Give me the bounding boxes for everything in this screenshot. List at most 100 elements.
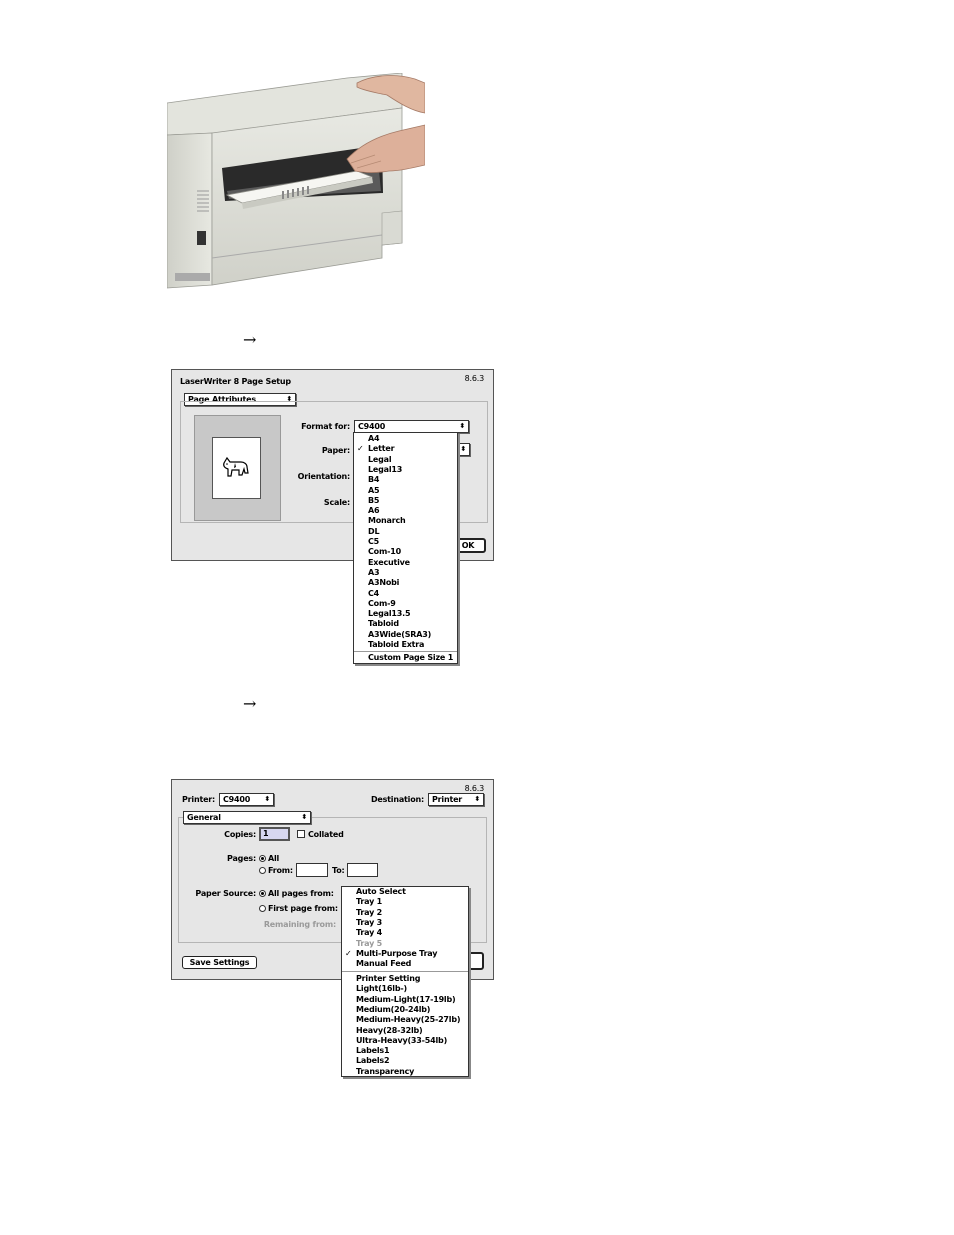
- orientation-label: Orientation:: [297, 472, 351, 481]
- general-group: [178, 817, 487, 943]
- radio-label: All pages from:: [268, 889, 334, 898]
- radio-label: First page from:: [268, 904, 338, 913]
- source-menu-item[interactable]: Tray 4: [356, 928, 383, 938]
- checkbox-icon: [297, 830, 305, 838]
- pages-from-radio[interactable]: From:: [259, 866, 293, 875]
- updown-arrows-icon: ⬍: [474, 795, 480, 803]
- checkbox-label: Collated: [308, 830, 344, 839]
- pages-all-radio[interactable]: All: [259, 854, 279, 863]
- paper-menu-item[interactable]: A3Nobi: [368, 578, 400, 588]
- page-attributes-popup[interactable]: Page Attributes ⬍: [184, 393, 296, 406]
- paper-menu-item[interactable]: A5: [368, 485, 380, 495]
- ok-button[interactable]: OK: [450, 538, 486, 553]
- attributes-group: [180, 401, 488, 523]
- radio-label: From:: [268, 866, 293, 875]
- paper-menu-item[interactable]: Legal: [368, 454, 392, 464]
- to-page-field[interactable]: [347, 863, 378, 877]
- source-menu-item-disabled: Tray 5: [356, 938, 383, 948]
- menu-item-label: Multi-Purpose Tray: [356, 948, 438, 958]
- source-menu-item-selected[interactable]: ✓ Multi-Purpose Tray: [342, 949, 468, 959]
- paper-menu-item[interactable]: Legal13.5: [368, 609, 411, 619]
- popup-value: Printer: [432, 795, 463, 804]
- weight-menu-item[interactable]: Ultra-Heavy(33-54lb): [356, 1035, 448, 1045]
- paper-menu-item[interactable]: C4: [368, 588, 380, 598]
- paper-menu: A4 ✓ Letter Legal Legal13 B4 A5 B5 A6 Mo…: [353, 432, 458, 664]
- copies-field[interactable]: 1: [259, 827, 290, 841]
- copies-label: Copies:: [224, 830, 256, 839]
- updown-arrows-icon: ⬍: [286, 395, 292, 403]
- radio-icon: [259, 905, 266, 912]
- paper-menu-item[interactable]: Com-9: [368, 598, 396, 608]
- custom-page-size-item[interactable]: Custom Page Size 1: [368, 653, 454, 662]
- format-for-label: Format for:: [301, 422, 350, 431]
- weight-menu-item[interactable]: Labels1: [356, 1046, 390, 1056]
- radio-icon: [259, 855, 266, 862]
- source-menu-item[interactable]: Tray 3: [356, 917, 383, 927]
- paper-menu-item[interactable]: A4: [368, 434, 380, 443]
- dialog-title: LaserWriter 8 Page Setup: [180, 377, 291, 386]
- paper-menu-item[interactable]: DL: [368, 526, 380, 536]
- radio-label: All: [268, 854, 280, 863]
- weight-menu-item[interactable]: Medium-Light(17-19lb): [356, 994, 456, 1004]
- paper-menu-item[interactable]: B5: [368, 495, 380, 505]
- paper-menu-item[interactable]: B4: [368, 475, 380, 485]
- paper-menu-item-selected[interactable]: ✓ Letter: [354, 444, 457, 454]
- popup-label: Page Attributes: [188, 395, 256, 404]
- menu-separator: [354, 651, 457, 652]
- weight-menu-item[interactable]: Medium(20-24lb): [356, 1004, 431, 1014]
- printer-photo: [167, 73, 425, 303]
- check-icon: ✓: [357, 444, 364, 454]
- weight-menu-item[interactable]: Labels2: [356, 1056, 390, 1066]
- collated-checkbox[interactable]: Collated: [297, 830, 344, 839]
- radio-icon: [259, 867, 266, 874]
- step-arrow: →: [243, 330, 257, 349]
- from-page-field[interactable]: [296, 863, 328, 877]
- source-menu-item[interactable]: Auto Select: [356, 887, 406, 896]
- radio-icon: [259, 890, 266, 897]
- printer-popup[interactable]: C9400 ⬍: [219, 793, 274, 806]
- page-preview: [194, 415, 281, 521]
- menu-item-label: Letter: [368, 444, 395, 454]
- paper-menu-item[interactable]: A6: [368, 506, 380, 516]
- updown-arrows-icon: ⬍: [459, 422, 465, 430]
- source-menu-item[interactable]: Tray 1: [356, 897, 383, 907]
- paper-label: Paper:: [321, 446, 350, 455]
- destination-popup[interactable]: Printer ⬍: [428, 793, 484, 806]
- check-icon: ✓: [345, 948, 352, 958]
- save-settings-button[interactable]: Save Settings: [182, 956, 257, 969]
- paper-menu-item[interactable]: Com-10: [368, 547, 401, 557]
- source-menu-item[interactable]: Manual Feed: [356, 959, 412, 969]
- popup-value: C9400: [223, 795, 251, 804]
- paper-menu-item[interactable]: A3: [368, 567, 380, 577]
- weight-menu-item[interactable]: Heavy(28-32lb): [356, 1025, 423, 1035]
- paper-preview: [212, 437, 261, 499]
- first-page-from-radio[interactable]: First page from:: [259, 904, 338, 913]
- popup-value: General: [187, 813, 221, 822]
- updown-arrows-icon: ⬍: [264, 795, 270, 803]
- paper-menu-item[interactable]: Executive: [368, 557, 410, 567]
- menu-separator: [342, 971, 468, 972]
- paper-menu-item[interactable]: A3Wide(SRA3): [368, 629, 432, 639]
- source-menu-item[interactable]: Tray 2: [356, 907, 383, 917]
- paper-menu-item[interactable]: C5: [368, 537, 380, 546]
- weight-menu-item[interactable]: Medium-Heavy(25-27lb): [356, 1015, 461, 1025]
- dogcow-icon: [223, 456, 249, 477]
- scale-label: Scale:: [323, 498, 350, 507]
- remaining-from-label: Remaining from:: [263, 920, 336, 929]
- panel-popup[interactable]: General ⬍: [183, 811, 311, 824]
- paper-menu-item[interactable]: Monarch: [368, 516, 406, 526]
- paper-menu-item[interactable]: Legal13: [368, 464, 403, 474]
- paper-menu-item[interactable]: Tabloid Extra: [368, 640, 425, 649]
- printer-label: Printer:: [182, 795, 216, 804]
- paper-source-menu: Auto Select Tray 1 Tray 2 Tray 3 Tray 4 …: [341, 886, 469, 1077]
- print-dialog: 8.6.3 Printer: C9400 ⬍ Destination: Prin…: [171, 779, 494, 980]
- version-label: 8.6.3: [464, 374, 485, 383]
- destination-label: Destination:: [370, 795, 424, 804]
- version-label: 8.6.3: [464, 784, 485, 793]
- weight-menu-item[interactable]: Light(16lb-): [356, 984, 407, 994]
- all-pages-from-radio[interactable]: All pages from:: [259, 889, 334, 898]
- weight-menu-item[interactable]: Transparency: [356, 1066, 415, 1076]
- paper-menu-item[interactable]: Tabloid: [368, 619, 399, 629]
- weight-menu-item[interactable]: Printer Setting: [356, 974, 421, 983]
- pages-label: Pages:: [227, 854, 256, 863]
